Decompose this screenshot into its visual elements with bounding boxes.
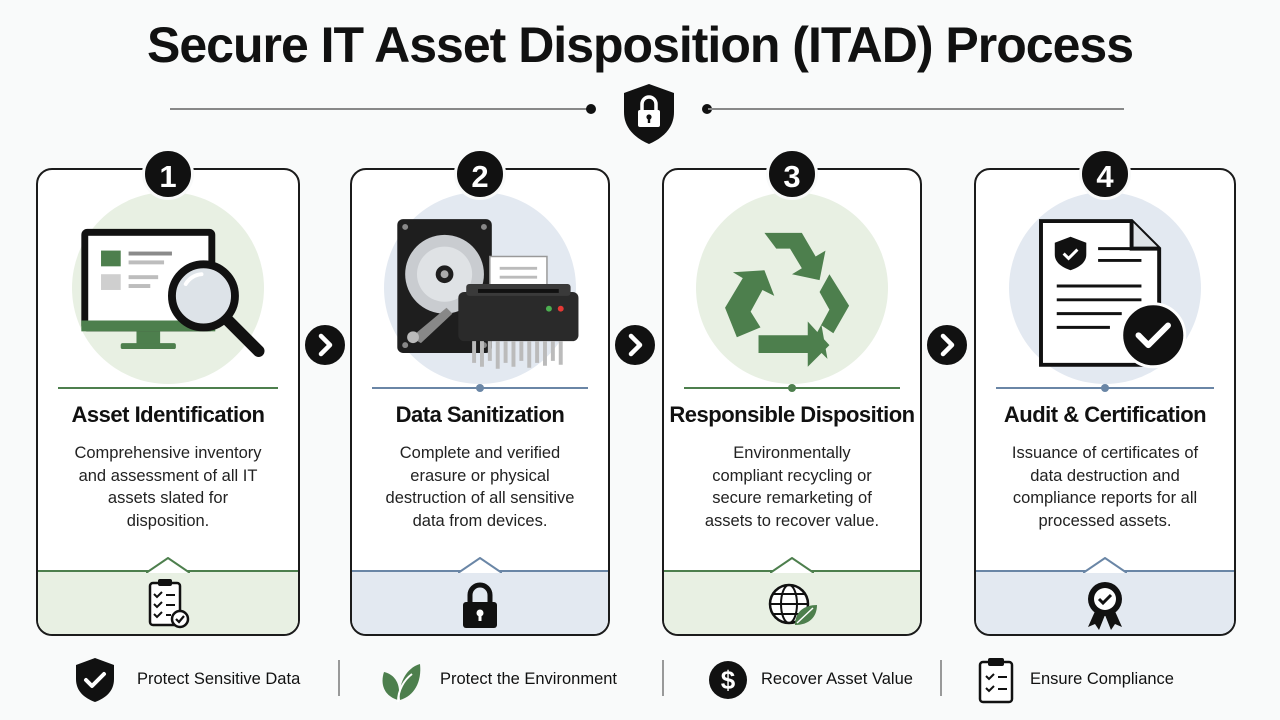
step-card-asset-identification: Asset Identification Comprehensive inven… — [36, 148, 300, 636]
recycle-icon — [725, 232, 850, 367]
benefit-label: Recover Asset Value — [761, 670, 913, 688]
monitor-magnifier-icon — [81, 228, 265, 357]
card-footer — [976, 557, 1234, 634]
next-step-arrow — [302, 322, 348, 368]
card-divider — [58, 387, 278, 389]
step-title: Audit & Certification — [1003, 402, 1207, 427]
page-title: Secure IT Asset Disposition (ITAD) Proce… — [146, 17, 1134, 73]
benefit-label: Protect Sensitive Data — [137, 670, 301, 688]
dollar-coin-icon: $ — [709, 661, 747, 699]
step-title: Responsible Disposition — [669, 402, 915, 427]
footer-notch — [1083, 557, 1127, 573]
clipboard-check-icon — [978, 658, 1014, 704]
award-ribbon-icon — [1088, 582, 1122, 630]
step-number-badge: 4 — [1079, 148, 1131, 200]
footer-notch — [146, 557, 190, 573]
card-footer — [664, 557, 920, 634]
card-divider-dot — [1101, 384, 1109, 392]
step-description: Complete and verified erasure or physica… — [385, 444, 575, 530]
leaf-icon — [382, 664, 421, 703]
title-rule-dot-right — [702, 104, 712, 114]
footer-separator — [940, 660, 942, 696]
checklist-icon — [148, 579, 190, 629]
chevron-right-icon — [318, 333, 333, 357]
card-footer — [352, 557, 608, 634]
step-description: Issuance of certificates of data destruc… — [1011, 444, 1199, 530]
title-rule-dot-left — [586, 104, 596, 114]
step-description: Comprehensive inventory and assessment o… — [74, 444, 262, 530]
padlock-icon — [463, 582, 497, 628]
step-card-responsible-disposition: Responsible Disposition Environmentally … — [662, 148, 922, 636]
next-step-arrow — [924, 322, 970, 368]
step-number-badge: 3 — [766, 148, 818, 200]
certificate-check-icon — [1039, 219, 1187, 369]
step-description: Environmentally compliant recycling or s… — [704, 444, 880, 530]
svg-text:$: $ — [721, 665, 736, 695]
footer-notch — [458, 557, 502, 573]
card-divider-dot — [476, 384, 484, 392]
shield-lock-icon — [624, 84, 674, 144]
shield-check-icon — [76, 658, 114, 702]
step-card-data-sanitization: Data Sanitization Complete and verified … — [350, 148, 610, 636]
step-title: Asset Identification — [71, 402, 265, 427]
step-title: Data Sanitization — [395, 402, 565, 427]
title-rule-right — [708, 108, 1124, 110]
card-footer — [38, 557, 298, 634]
footer-separator — [662, 660, 664, 696]
benefit-label: Protect the Environment — [440, 670, 618, 688]
step-card-audit-certification: Audit & Certification Issuance of certif… — [974, 148, 1236, 636]
footer-notch — [770, 557, 814, 573]
title-rule-left — [170, 108, 590, 110]
benefit-label: Ensure Compliance — [1030, 670, 1174, 688]
chevron-right-icon — [940, 333, 955, 357]
next-step-arrow — [612, 322, 658, 368]
step-number-badge: 2 — [454, 148, 506, 200]
footer-separator — [338, 660, 340, 696]
card-divider-dot — [788, 384, 796, 392]
hard-drive-shredder-icon — [397, 219, 579, 369]
globe-leaf-icon — [768, 583, 817, 625]
chevron-right-icon — [628, 333, 643, 357]
step-number-badge: 1 — [142, 148, 194, 200]
